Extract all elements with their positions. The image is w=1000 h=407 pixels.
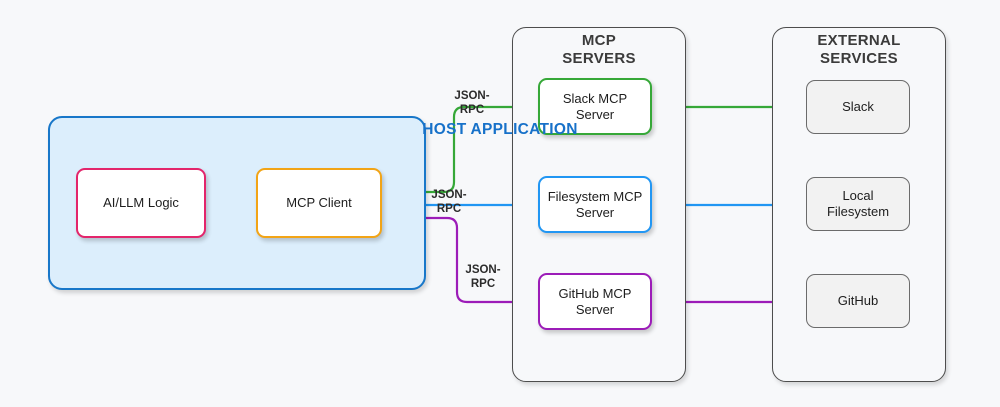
node-filesystem-mcp-server-label: Filesystem MCP Server: [547, 188, 643, 220]
node-github-mcp-server-label: GitHub MCP Server: [558, 285, 632, 317]
node-slack-label: Slack: [842, 99, 874, 115]
edge-label-json-rpc-github: JSON- RPC: [465, 264, 501, 291]
node-ai-llm-logic[interactable]: AI/LLM Logic: [76, 168, 206, 238]
node-slack[interactable]: Slack: [806, 80, 910, 134]
edge-label-json-rpc-filesystem: JSON- RPC: [431, 189, 467, 216]
node-github-label: GitHub: [837, 293, 879, 309]
group-external-services-title: EXTERNAL SERVICES: [817, 32, 901, 67]
node-ai-llm-logic-label: AI/LLM Logic: [103, 195, 179, 211]
node-local-filesystem[interactable]: Local Filesystem: [806, 177, 910, 231]
node-local-filesystem-label: Local Filesystem: [826, 188, 890, 219]
node-slack-mcp-server-label: Slack MCP Server: [562, 90, 628, 122]
node-github[interactable]: GitHub: [806, 274, 910, 328]
node-filesystem-mcp-server[interactable]: Filesystem MCP Server: [538, 176, 652, 233]
edge-label-json-rpc-slack: JSON- RPC: [454, 90, 490, 117]
node-github-mcp-server[interactable]: GitHub MCP Server: [538, 273, 652, 330]
node-mcp-client[interactable]: MCP Client: [256, 168, 382, 238]
group-host-application-title: HOST APPLICATION: [422, 121, 578, 138]
group-mcp-servers-title: MCP SERVERS: [562, 32, 636, 67]
node-slack-mcp-server[interactable]: Slack MCP Server: [538, 78, 652, 135]
node-mcp-client-label: MCP Client: [286, 195, 352, 211]
